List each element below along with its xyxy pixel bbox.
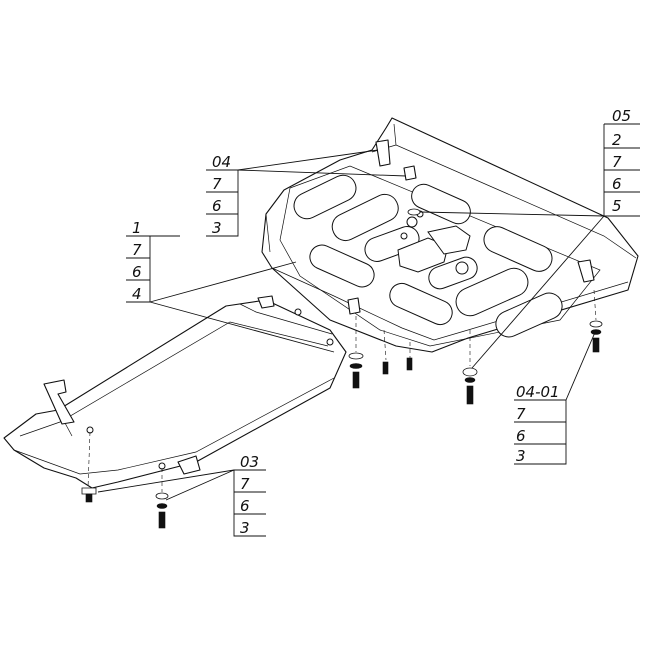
callout-05-label-2: 7: [612, 153, 622, 171]
callout-04-label-3: 3: [212, 219, 222, 237]
callout-1-label-2: 6: [132, 263, 142, 281]
callout-04-01-label-1: 7: [516, 405, 526, 423]
callout-04-label-2: 6: [212, 197, 222, 215]
vent-slots: [293, 174, 563, 338]
callout-05-label-1: 2: [612, 131, 622, 149]
callout-1-label-1: 7: [132, 241, 142, 259]
callout-04-01: 04-01 7 6 3: [514, 329, 597, 465]
callout-05-label-0: 05: [612, 107, 631, 125]
callout-04-label-0: 04: [212, 153, 231, 171]
callout-05: 05 2 7 6 5: [419, 107, 640, 369]
callout-04-01-label-3: 3: [516, 447, 526, 465]
callout-1-label-3: 4: [132, 285, 142, 303]
main-plate-brackets: [347, 139, 595, 315]
fasteners: [81, 208, 603, 529]
callout-1-label-0: 1: [132, 219, 142, 237]
callout-04-label-1: 7: [212, 175, 222, 193]
callout-03-label-3: 3: [240, 519, 250, 537]
callout-03: 03 7 6 3: [97, 453, 266, 537]
callout-03-label-0: 03: [240, 453, 259, 471]
callout-05-label-3: 6: [612, 175, 622, 193]
callout-03-label-2: 6: [240, 497, 250, 515]
engine-skid-plate: [261, 117, 639, 353]
callout-04-01-label-0: 04-01: [516, 383, 560, 401]
callout-04-01-label-2: 6: [516, 427, 526, 445]
front-skid-plate: [3, 295, 347, 489]
callout-05-label-4: 5: [612, 197, 622, 215]
callout-03-label-1: 7: [240, 475, 250, 493]
callout-1: 1 7 6 4: [126, 219, 335, 353]
callout-04: 04 7 6 3: [206, 149, 407, 237]
